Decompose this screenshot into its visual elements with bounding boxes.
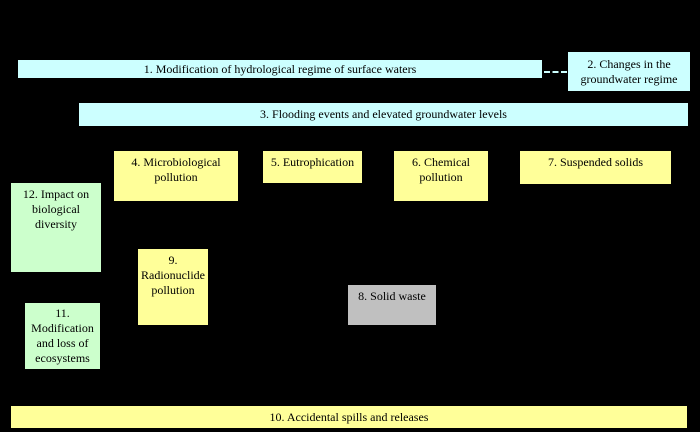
- box-microbiological-pollution: 4. Microbiological pollution: [113, 150, 239, 202]
- box-modification-loss-ecosystems: 11. Modification and loss of ecosystems: [24, 302, 101, 370]
- connector-box1-box2-dashed-line: [544, 71, 567, 73]
- box-impact-biological-diversity: 12. Impact on biological diversity: [10, 182, 102, 273]
- box-radionuclide-pollution: 9. Radionuclide pollution: [137, 248, 209, 326]
- box-accidental-spills-releases: 10. Accidental spills and releases: [10, 405, 688, 429]
- box-modification-hydrological-regime: 1. Modification of hydrological regime o…: [17, 59, 543, 79]
- box-flooding-events: 3. Flooding events and elevated groundwa…: [78, 102, 689, 127]
- box-changes-groundwater-regime: 2. Changes in the groundwater regime: [567, 51, 691, 92]
- box-chemical-pollution: 6. Chemical pollution: [393, 150, 489, 202]
- box-eutrophication: 5. Eutrophication: [262, 150, 363, 184]
- box-suspended-solids: 7. Suspended solids: [519, 150, 672, 185]
- box-solid-waste: 8. Solid waste: [347, 284, 437, 326]
